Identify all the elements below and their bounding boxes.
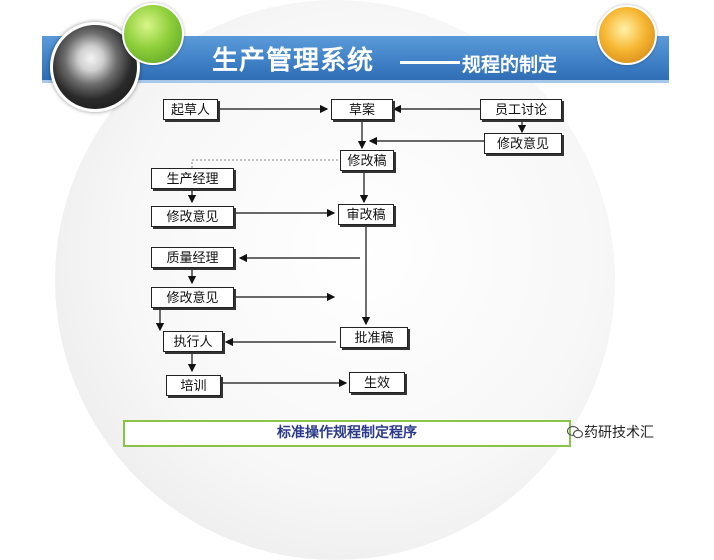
- reviewed-draft-box: 审改稿: [338, 204, 394, 225]
- approved-draft-box: 批准稿: [340, 327, 408, 348]
- staff-discussion-box: 员工讨论: [480, 99, 562, 120]
- revised-draft-box: 修改稿: [340, 150, 394, 171]
- drafter-box: 起草人: [163, 99, 218, 120]
- executor-box: 执行人: [163, 331, 223, 352]
- production-manager-box: 生产经理: [151, 168, 234, 189]
- green-leaf-image: [122, 3, 184, 65]
- page-subtitle: 规程的制定: [462, 54, 558, 76]
- training-box: 培训: [166, 375, 221, 396]
- page-title: 生产管理系统: [212, 46, 375, 76]
- revise-opinion-box-1: 修改意见: [484, 133, 562, 154]
- wechat-icon: [567, 425, 583, 439]
- draft-box: 草案: [331, 99, 393, 120]
- revise-opinion-box-2: 修改意见: [151, 206, 234, 227]
- title-dash: [400, 61, 460, 64]
- flow-arrows: [155, 104, 527, 388]
- header-strip: [42, 80, 669, 83]
- watermark-text: 药研技术汇: [584, 425, 654, 441]
- yellow-leaf-image: [597, 5, 657, 65]
- diagram-caption: 标准操作规程制定程序: [123, 420, 571, 447]
- effective-box: 生效: [349, 372, 405, 393]
- revise-opinion-box-3: 修改意见: [151, 287, 234, 308]
- quality-manager-box: 质量经理: [151, 247, 234, 268]
